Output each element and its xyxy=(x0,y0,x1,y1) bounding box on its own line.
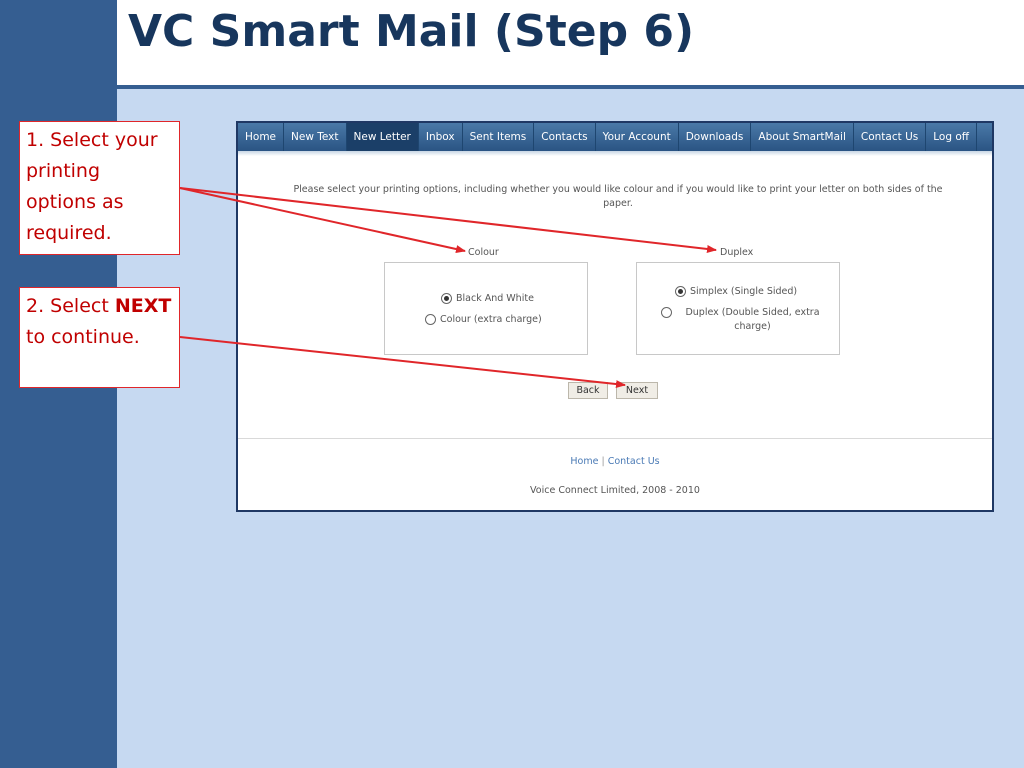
footer-divider xyxy=(238,438,992,439)
back-button[interactable]: Back xyxy=(568,382,608,399)
radio-unselected-icon[interactable] xyxy=(661,307,672,318)
title-rule xyxy=(117,85,1024,89)
nav-contact-us[interactable]: Contact Us xyxy=(854,123,927,151)
footer-links: Home | Contact Us xyxy=(238,456,992,467)
nav-new-text[interactable]: New Text xyxy=(284,123,347,151)
main-nav: Home New Text New Letter Inbox Sent Item… xyxy=(238,123,992,151)
radio-unselected-icon[interactable] xyxy=(425,314,436,325)
nav-inbox[interactable]: Inbox xyxy=(419,123,463,151)
radio-selected-icon[interactable] xyxy=(675,286,686,297)
nav-your-account[interactable]: Your Account xyxy=(596,123,679,151)
option-simplex-label: Simplex (Single Sided) xyxy=(690,286,798,297)
duplex-label: Duplex xyxy=(720,247,754,258)
instructions-text: Please select your printing options, inc… xyxy=(293,184,943,209)
nav-log-off[interactable]: Log off xyxy=(926,123,977,151)
nav-new-letter[interactable]: New Letter xyxy=(346,123,419,151)
copyright-text: Voice Connect Limited, 2008 - 2010 xyxy=(530,485,700,496)
callout-step-2: 2. Select NEXT to continue. xyxy=(19,287,180,388)
colour-label: Colour xyxy=(468,247,499,258)
smartmail-window: Home New Text New Letter Inbox Sent Item… xyxy=(236,121,994,512)
callout-step-2-next: NEXT xyxy=(114,295,172,317)
footer-contact-link[interactable]: Contact Us xyxy=(607,456,660,467)
colour-options-box: Black And White Colour (extra charge) xyxy=(384,262,588,355)
title-band xyxy=(117,0,1024,85)
nav-sent-items[interactable]: Sent Items xyxy=(463,123,535,151)
nav-about-smartmail[interactable]: About SmartMail xyxy=(751,123,854,151)
option-black-and-white-label: Black And White xyxy=(456,293,534,304)
option-duplex-label: Duplex (Double Sided, extra charge) xyxy=(685,307,820,332)
nav-downloads[interactable]: Downloads xyxy=(679,123,752,151)
option-black-and-white[interactable]: Black And White xyxy=(441,292,534,306)
nav-home[interactable]: Home xyxy=(238,123,285,151)
callout-step-1: 1. Select your printing options as requi… xyxy=(19,121,180,255)
footer-home-link[interactable]: Home xyxy=(570,456,599,467)
option-simplex[interactable]: Simplex (Single Sided) xyxy=(675,285,797,299)
footer-separator: | xyxy=(601,456,605,467)
radio-selected-icon[interactable] xyxy=(441,293,452,304)
nav-contacts[interactable]: Contacts xyxy=(534,123,596,151)
nav-shadow xyxy=(238,151,992,156)
option-duplex[interactable]: Duplex (Double Sided, extra charge) xyxy=(661,306,829,334)
duplex-options-box: Simplex (Single Sided) Duplex (Double Si… xyxy=(636,262,840,355)
option-colour-label: Colour (extra charge) xyxy=(440,314,542,325)
next-button[interactable]: Next xyxy=(616,382,658,399)
option-colour[interactable]: Colour (extra charge) xyxy=(425,313,542,327)
callout-step-1-text: 1. Select your printing options as requi… xyxy=(26,129,158,244)
callout-step-2-suffix: to continue. xyxy=(26,326,140,348)
slide-title: VC Smart Mail (Step 6) xyxy=(128,6,695,57)
callout-step-2-prefix: 2. Select xyxy=(26,295,115,317)
